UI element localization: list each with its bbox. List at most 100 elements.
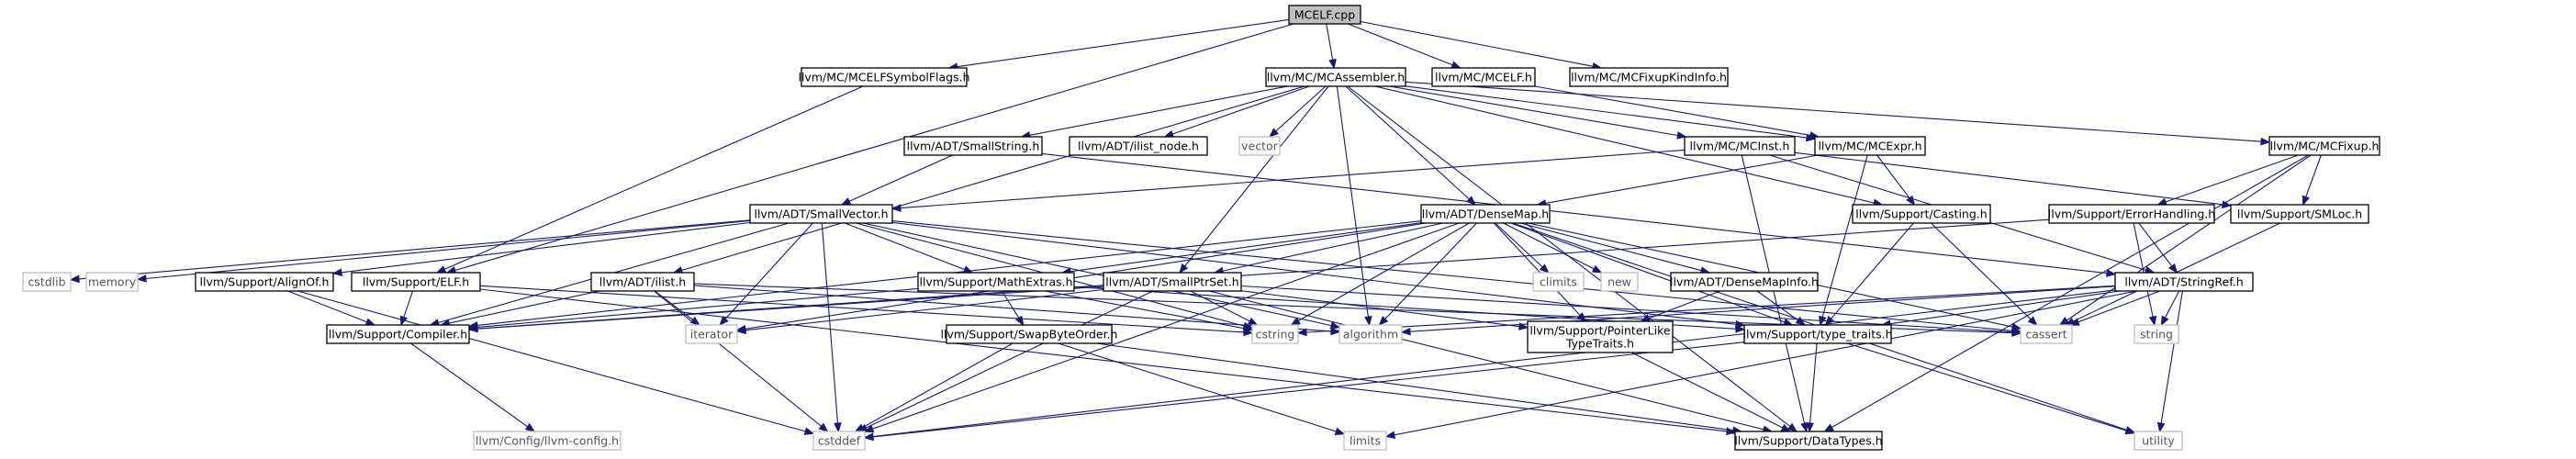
edge-line (287, 290, 367, 323)
edge-arrowhead (1786, 422, 1798, 432)
edge-line (297, 290, 806, 432)
edge-arrowhead (1384, 431, 1396, 440)
edge-arrowhead (2058, 317, 2070, 326)
node-smallptrset[interactable]: llvm/ADT/SmallPtrSet.h (1103, 272, 1242, 292)
node-mathextras[interactable]: llvm/Support/MathExtras.h (917, 272, 1075, 292)
node-box (1338, 324, 1403, 344)
edge-typetraits-to-cstddef (863, 341, 1745, 442)
edge-arrowhead (2168, 263, 2178, 274)
node-box (1069, 136, 1208, 156)
node-typetraits[interactable]: llvm/Support/type_traits.h (1742, 324, 1893, 344)
node-box (1734, 431, 1883, 451)
edge-densemap-to-climits (1495, 222, 1550, 274)
edge-line (1096, 342, 1733, 431)
edge-arrowhead (2027, 316, 2038, 326)
edge-smallvector-to-memory (136, 219, 751, 283)
edge-asm-to-mcexpr (1405, 85, 1817, 142)
node-new: new (1600, 272, 1639, 292)
node-fixupkind[interactable]: llvm/MC/MCFixupKindInfo.h (1569, 67, 1729, 87)
node-label: llvm/Config/llvm-config.h (476, 434, 619, 448)
node-ilist[interactable]: llvm/ADT/ilist.h (590, 272, 695, 292)
edge-mcinst-to-datatypes (1741, 154, 1809, 433)
node-box (2048, 204, 2215, 224)
edge-asm-to-vector (1269, 85, 1327, 138)
node-mcinst[interactable]: llvm/MC/MCInst.h (1684, 136, 1796, 156)
edge-asm-to-ilistnode (1163, 85, 1310, 138)
node-mcexpr[interactable]: llvm/MC/MCExpr.h (1814, 136, 1926, 156)
node-alignof[interactable]: llvm/Support/AlignOf.h (195, 272, 334, 292)
node-asm[interactable]: llvm/MC/MCAssembler.h (1265, 67, 1406, 87)
node-compiler[interactable]: llvm/Support/Compiler.h (326, 324, 470, 344)
edge-root-to-fixupkind (1360, 20, 1603, 71)
edge-arrowhead (1296, 328, 1307, 337)
node-stringref[interactable]: llvm/ADT/StringRef.h (2114, 272, 2254, 292)
edge-line (476, 287, 919, 328)
edge-arrowhead (331, 268, 342, 276)
node-mcfixup[interactable]: llvm/MC/MCFixup.h (2268, 136, 2380, 156)
node-box (1684, 136, 1796, 156)
node-datatypes[interactable]: llvm/Support/DataTypes.h (1734, 431, 1883, 451)
node-errorhandling[interactable]: llvm/Support/ErrorHandling.h (2048, 204, 2215, 224)
edge-line (872, 289, 2116, 438)
node-ilistnode[interactable]: llvm/ADT/ilist_node.h (1069, 136, 1208, 156)
node-cstddef: cstddef (812, 431, 866, 451)
edge-root-to-symflags (947, 18, 1290, 71)
node-label: llvm/ADT/DenseMap.h (1422, 207, 1549, 221)
edge-arrowhead (1806, 422, 1814, 433)
edge-densemap-to-new (1503, 222, 1603, 274)
edge-arrowhead (1247, 317, 1259, 326)
edge-line (1931, 222, 2032, 320)
edge-arrowhead (863, 432, 874, 442)
edge-arrowhead (1378, 316, 1389, 326)
node-label: TypeTraits.h (1565, 337, 1634, 351)
node-climits: climits (1532, 272, 1585, 292)
edge-errorhandling-to-stringref (2138, 222, 2178, 274)
node-densemapinfo[interactable]: llvm/ADT/DenseMapInfo.h (1670, 272, 1819, 292)
edge-arrowhead (1450, 61, 1462, 69)
node-label: llvm/MC/MCFixupKindInfo.h (1571, 71, 1727, 84)
edge-arrowhead (69, 274, 80, 284)
edge-line (745, 222, 1427, 330)
node-label: llvm/ADT/SmallString.h (907, 140, 1040, 153)
edge-typetraits-to-datatypes (1806, 342, 1818, 433)
edge-alignof-to-cstddef (297, 290, 815, 435)
node-label: llvm/ADT/ilist.h (599, 275, 686, 289)
node-label: MCELF.cpp (1294, 8, 1355, 22)
edge-errorhandling-to-string (2133, 222, 2157, 327)
edge-arrowhead (1800, 421, 1809, 433)
node-box (1251, 324, 1299, 344)
node-label: llvm/Support/DataTypes.h (1734, 434, 1882, 448)
edge-line (479, 288, 1728, 432)
edge-line (1510, 222, 1786, 323)
node-smallstring[interactable]: llvm/ADT/SmallString.h (903, 136, 1043, 156)
edge-stringref-to-limits (1384, 290, 2137, 440)
node-box (2114, 272, 2254, 292)
edge-swapbyteorder-to-datatypes (1096, 342, 1743, 434)
edge-smallvector-to-iterator (719, 222, 813, 326)
node-swapbyteorder[interactable]: llvm/Support/SwapByteOrder.h (941, 324, 1118, 344)
node-symflags[interactable]: llvm/MC/MCELFSymbolFlags.h (798, 67, 970, 87)
edge-asm-to-ilist (672, 85, 1305, 274)
node-label: llvm/MC/MCFixup.h (2270, 140, 2380, 153)
node-elf[interactable]: llvm/Support/ELF.h (351, 272, 481, 292)
node-mcelf[interactable]: llvm/MC/MCELF.h (1431, 67, 1536, 87)
edge-mcfixup-to-datatypes (1823, 154, 2309, 432)
node-smallvector[interactable]: llvm/ADT/SmallVector.h (749, 204, 893, 224)
node-smloc[interactable]: llvm/Support/SMLoc.h (2230, 204, 2369, 224)
node-root[interactable]: MCELF.cpp (1288, 5, 1361, 25)
node-string: string (2134, 324, 2179, 344)
edge-smallptrset-to-iterator (735, 288, 1104, 335)
edge-smallvector-to-mathextras (845, 222, 974, 274)
node-box (1852, 204, 1991, 224)
node-casting[interactable]: llvm/Support/Casting.h (1852, 204, 1991, 224)
node-densemap[interactable]: llvm/ADT/DenseMap.h (1420, 204, 1551, 224)
edge-arrowhead (1591, 264, 1603, 274)
edge-line (745, 288, 1104, 331)
node-label: llvm/ADT/StringRef.h (2124, 275, 2243, 289)
edge-line (448, 290, 600, 324)
edge-line (1405, 85, 1808, 139)
edge-arrowhead (735, 326, 746, 335)
edge-line (848, 154, 953, 202)
node-label: llvm/MC/MCExpr.h (1818, 140, 1921, 153)
